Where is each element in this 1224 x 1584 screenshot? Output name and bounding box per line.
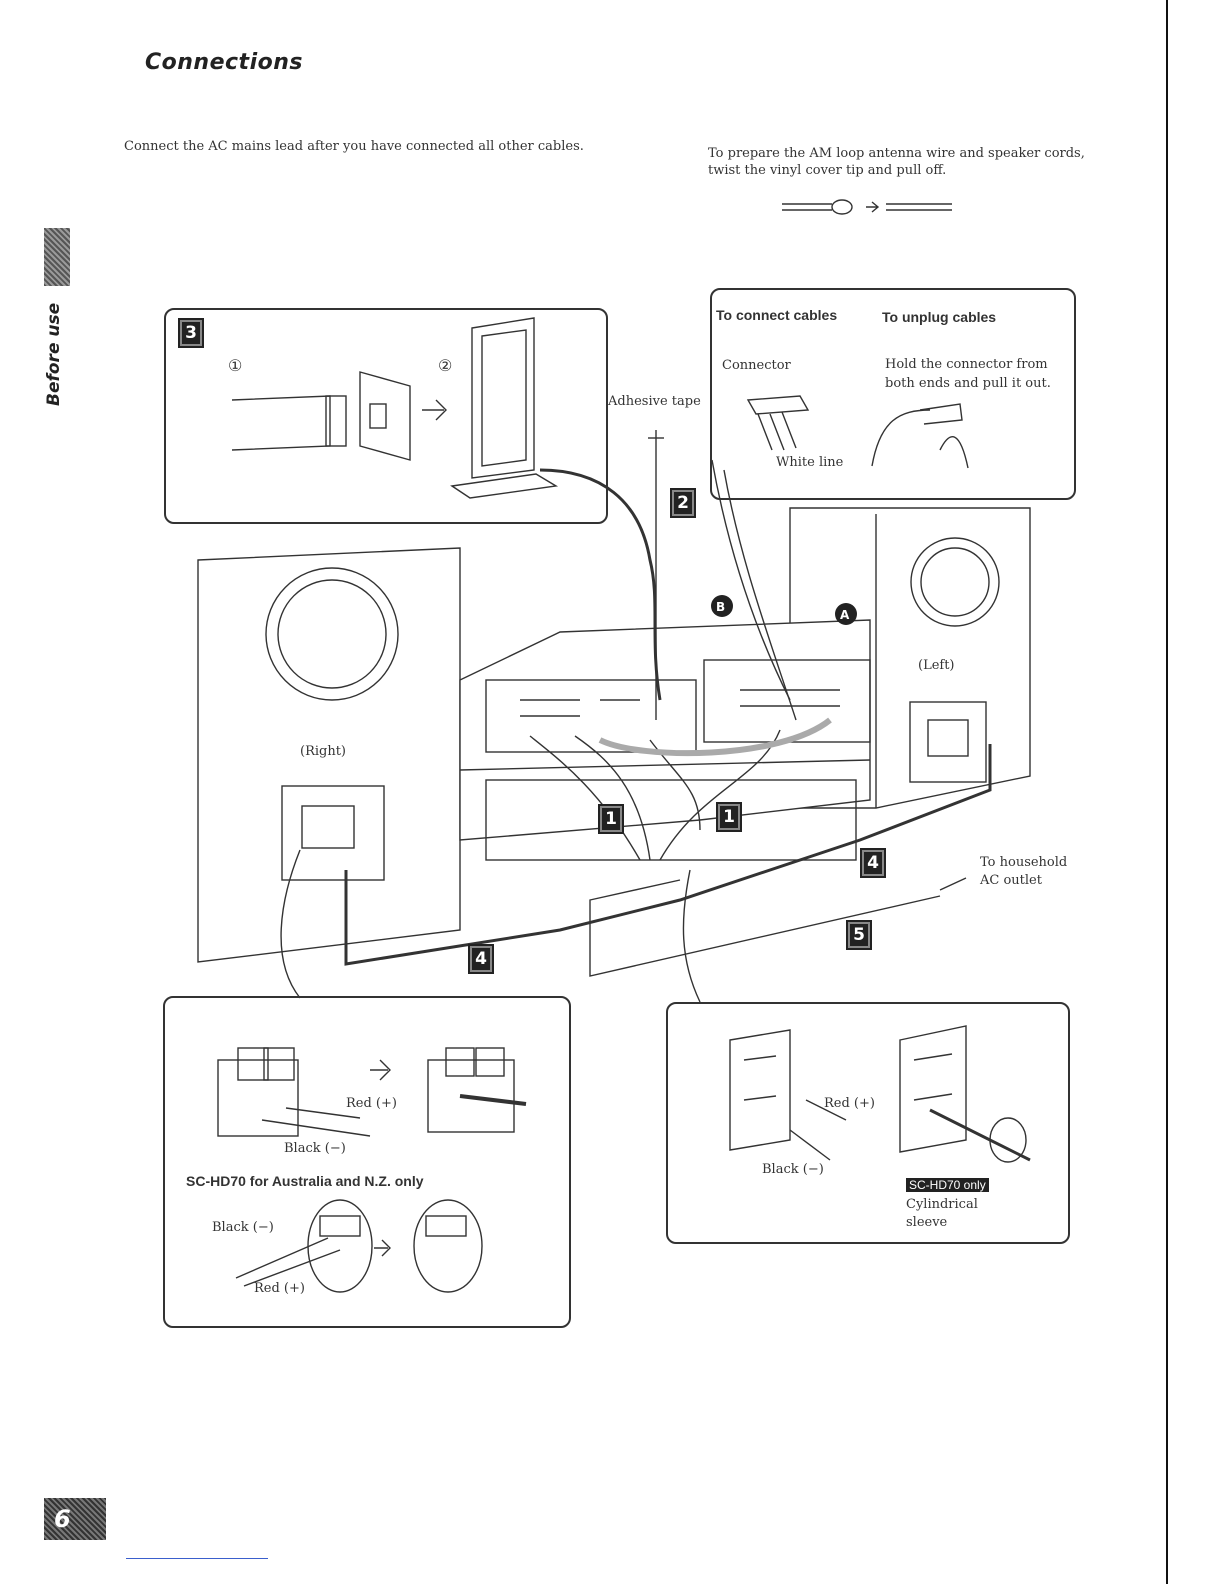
sleeve-line-2: sleeve: [906, 1215, 948, 1230]
page-edge-rule: [1166, 0, 1168, 1584]
red-plus-label-2: Red (+): [254, 1281, 305, 1296]
page-number: 6: [44, 1498, 106, 1540]
speaker-terminal-art-left: [217, 1047, 527, 1293]
step-2-badge: 2: [670, 488, 696, 518]
step-3-badge: 3: [178, 318, 204, 348]
adhesive-tape-label: Adhesive tape: [608, 394, 701, 409]
cylindrical-sleeve-label: Cylindrical sleeve: [906, 1196, 978, 1232]
intro-right-text: To prepare the AM loop antenna wire and …: [708, 145, 1085, 179]
page-title: Connections: [145, 50, 303, 75]
ac-outlet-label: To household AC outlet: [980, 854, 1067, 890]
sleeve-line-1: Cylindrical: [906, 1197, 978, 1212]
intro-right-line-2: twist the vinyl cover tip and pull off.: [708, 163, 947, 178]
marker-b-label: B: [716, 600, 725, 614]
connector-label: Connector: [722, 358, 791, 373]
main-unit-art: [459, 619, 871, 861]
unplug-cables-heading: To unplug cables: [882, 309, 997, 325]
step-1-badge-right: 1: [716, 802, 742, 832]
section-tab-marker: [44, 228, 70, 286]
outlet-line-1: To household: [980, 855, 1068, 870]
step-5-badge: 5: [846, 920, 872, 950]
red-plus-label-right: Red (+): [824, 1096, 875, 1111]
model-note: SC-HD70 for Australia and N.Z. only: [186, 1173, 424, 1189]
step-circle-2: ②: [438, 356, 453, 375]
connector-art: [746, 395, 969, 469]
intro-left-text: Connect the AC mains lead after you have…: [124, 139, 584, 154]
marker-a: [835, 603, 857, 625]
step-4-badge-left: 4: [468, 944, 494, 974]
step-circle-1: ①: [228, 356, 243, 375]
white-line-label: White line: [776, 455, 844, 470]
marker-a-label: A: [840, 608, 850, 622]
outlet-line-2: AC outlet: [980, 873, 1042, 888]
black-minus-label-right: Black (−): [762, 1162, 824, 1177]
unplug-text-line-1: Hold the connector from: [885, 357, 1048, 372]
step-4-badge-right: 4: [860, 848, 886, 878]
red-plus-label: Red (+): [346, 1096, 397, 1111]
unplug-instructions: Hold the connector from both ends and pu…: [885, 355, 1051, 393]
speaker-terminal-panel-right: [666, 1002, 1070, 1244]
left-speaker-label: (Left): [918, 658, 955, 673]
cable-connect-panel: [710, 288, 1076, 500]
antenna-assembly-art: [231, 317, 559, 499]
antenna-panel: [164, 308, 608, 524]
black-minus-label: Black (−): [284, 1141, 346, 1156]
speaker-terminal-panel-left: [163, 996, 571, 1328]
wire-strip-icon: [782, 199, 952, 215]
step-1-badge-left: 1: [598, 804, 624, 834]
right-speaker-art: [197, 547, 461, 963]
marker-b: [711, 595, 733, 617]
right-speaker-label: (Right): [300, 744, 347, 759]
speaker-terminal-art-right: [729, 1025, 1031, 1163]
black-minus-label-2: Black (−): [212, 1220, 274, 1235]
model-only-badge: SC-HD70 only: [906, 1178, 989, 1192]
connect-cables-heading: To connect cables: [716, 307, 838, 323]
intro-right-line-1: To prepare the AM loop antenna wire and …: [708, 146, 1085, 161]
footer-rule: [126, 1558, 268, 1559]
unplug-text-line-2: both ends and pull it out.: [885, 376, 1051, 391]
